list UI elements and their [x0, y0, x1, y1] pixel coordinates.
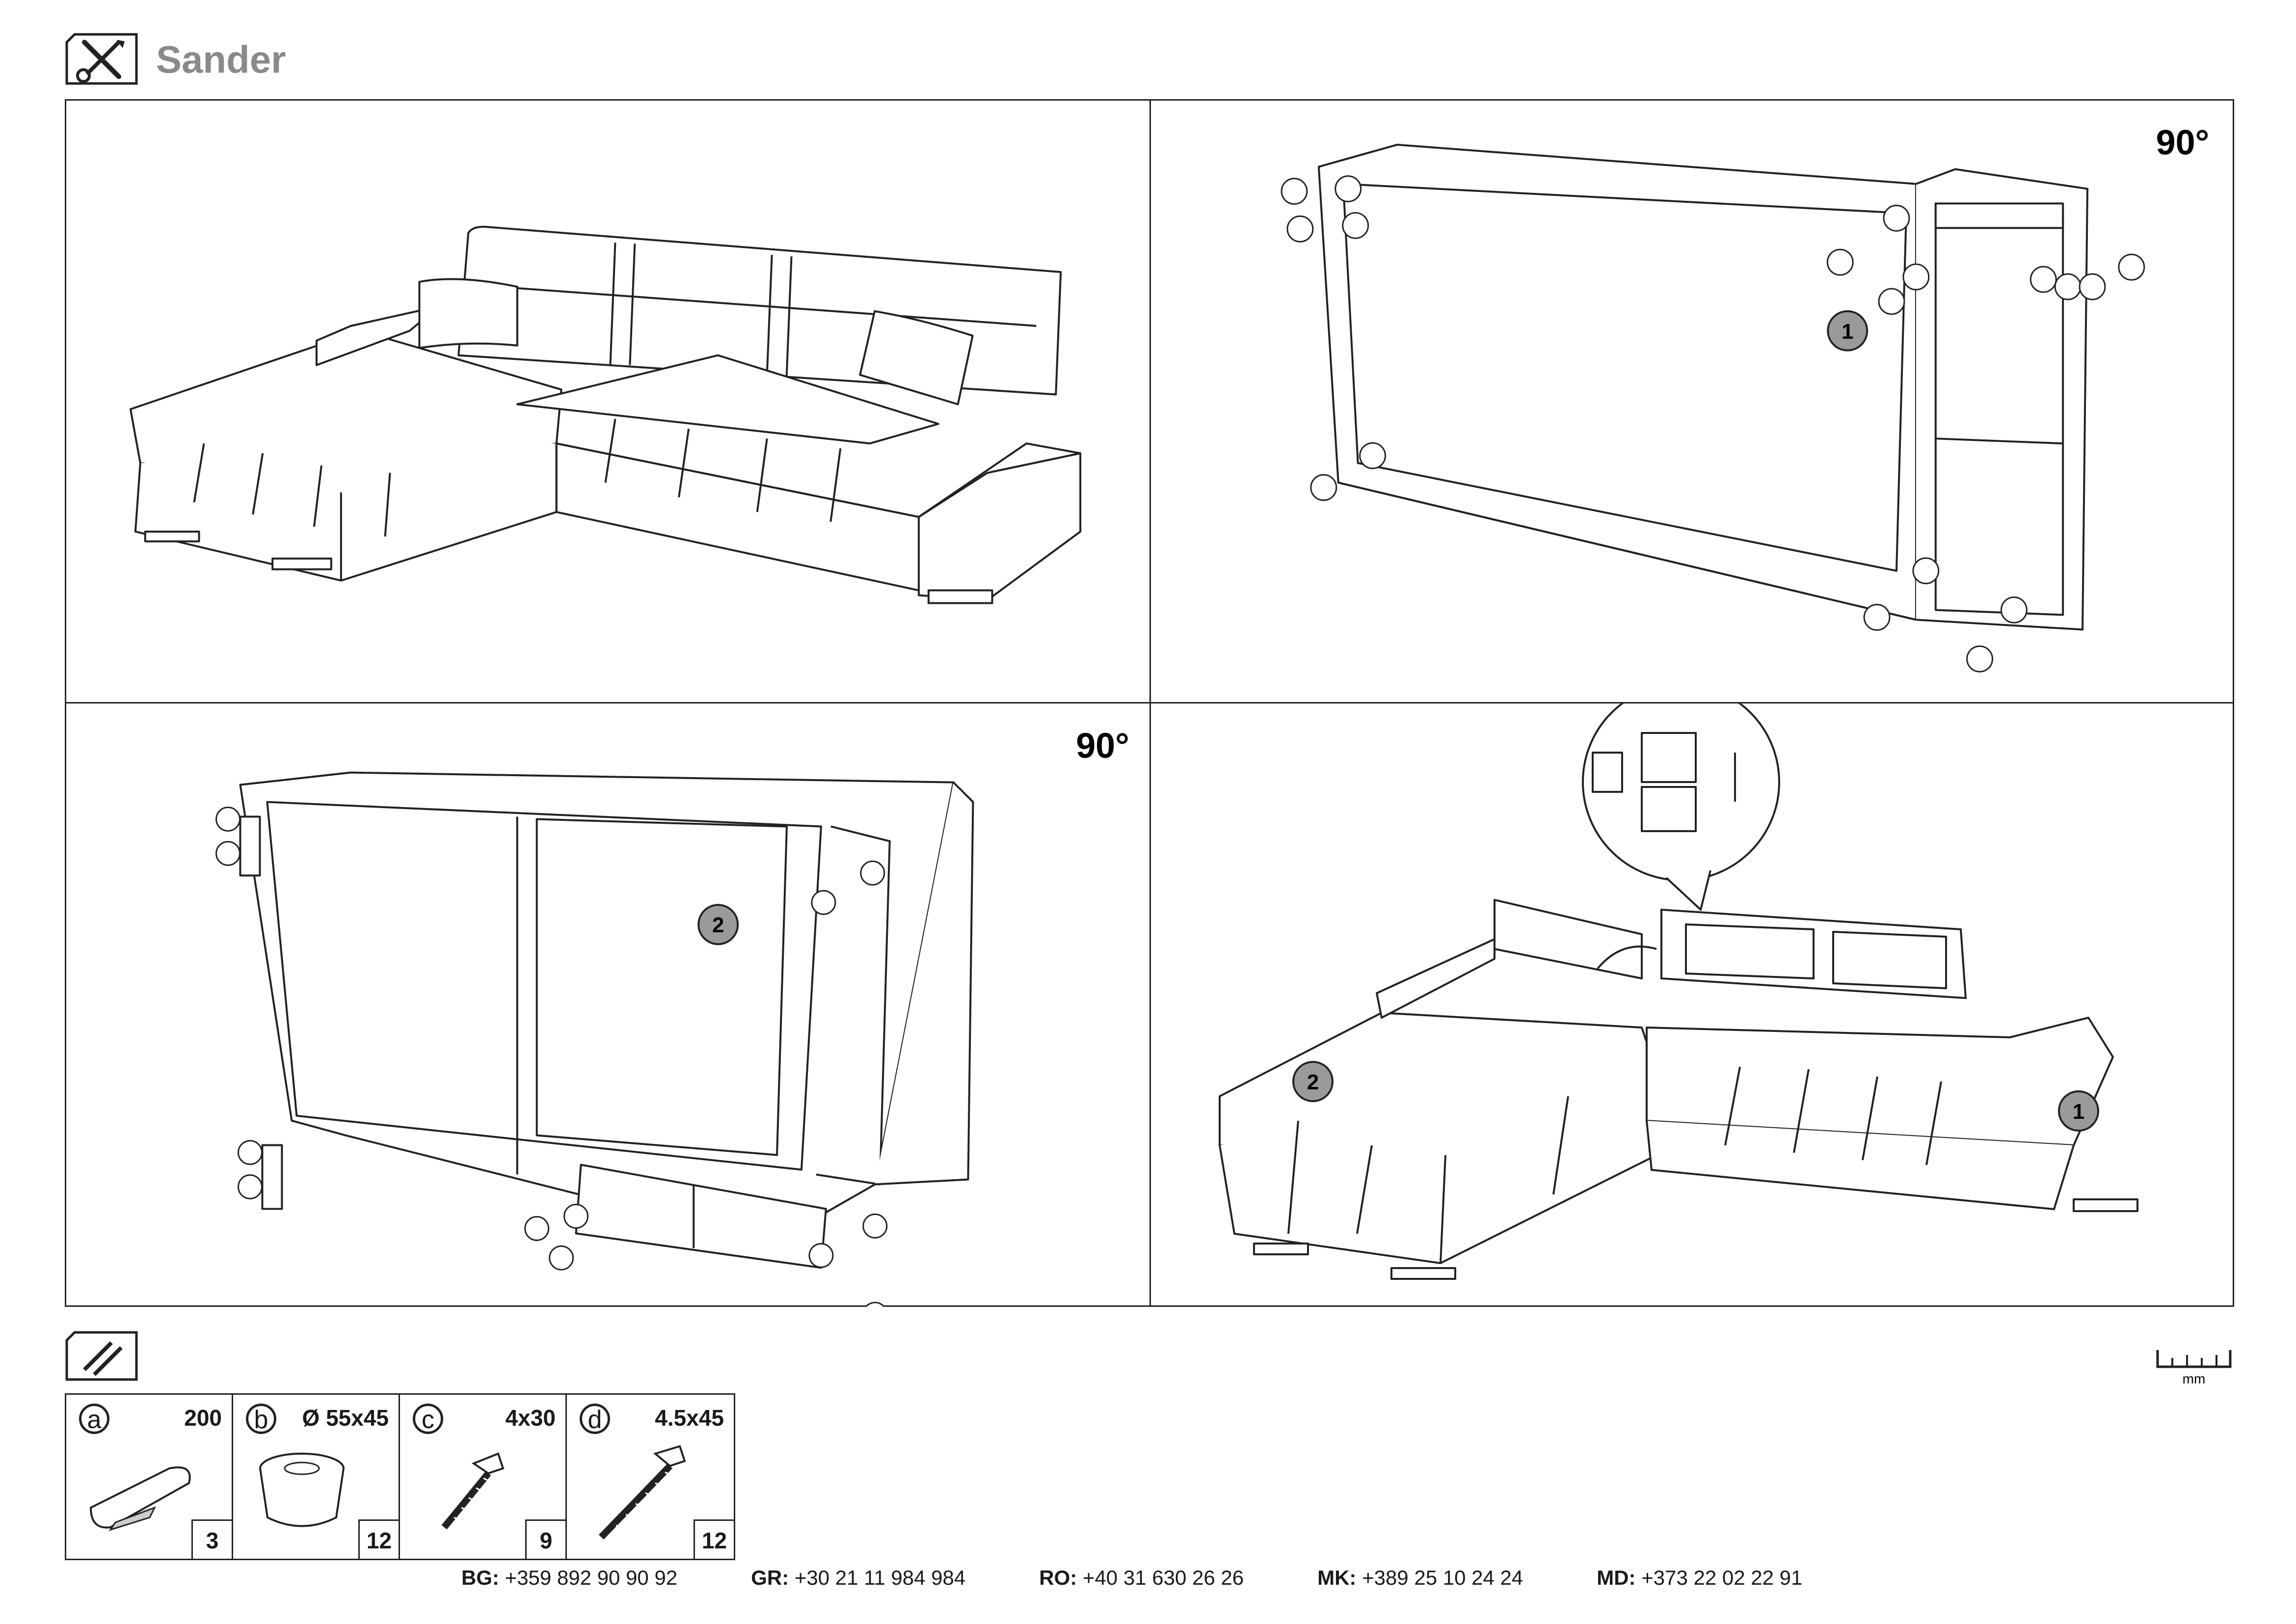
- contact-mk: MK: +389 25 10 24 24: [1317, 1566, 1523, 1596]
- hardware-parts-table: a 200 3 b Ø 55x45 12 c 4x30 9 d 4.5x45: [65, 1393, 735, 1560]
- rotate-90-label: 90°: [2156, 123, 2210, 162]
- long-screw-icon: [598, 1445, 686, 1540]
- contact-phone: +373 22 02 22 91: [1641, 1566, 1803, 1589]
- contact-gr: GR: +30 21 11 984 984: [751, 1566, 965, 1596]
- part-spec: 4x30: [505, 1405, 556, 1431]
- part-badge-label: 2: [712, 913, 724, 937]
- ruler-unit: mm: [2183, 1371, 2206, 1384]
- step-panel-2: 1 90°: [1151, 101, 2234, 704]
- dowel-icon: [89, 1466, 191, 1531]
- part-b: b Ø 55x45 12: [233, 1395, 400, 1559]
- part-quantity: 9: [525, 1519, 565, 1559]
- part-letter: c: [413, 1404, 443, 1434]
- instruction-grid: 1 90° 2: [65, 99, 2234, 1307]
- assembled-sofa-illustration: [129, 225, 1082, 604]
- part-badge-1: [1827, 310, 1869, 352]
- foot-icon: [259, 1453, 345, 1527]
- step-panel-1: [66, 101, 1151, 704]
- contact-phone: +40 31 630 26 26: [1082, 1566, 1244, 1589]
- contact-phones: BG: +359 892 90 90 92 GR: +30 21 11 984 …: [461, 1566, 2032, 1596]
- part-quantity: 12: [694, 1519, 734, 1559]
- contact-country: MK:: [1317, 1566, 1357, 1589]
- part-badge-label: 1: [2073, 1100, 2084, 1124]
- part-badge-2: [697, 904, 739, 946]
- part-d: d 4.5x45 12: [567, 1395, 734, 1559]
- part-letter: a: [79, 1404, 109, 1434]
- step-panel-3: 2 90°: [66, 704, 1151, 1307]
- contact-country: MD:: [1597, 1566, 1636, 1589]
- contact-phone: +389 25 10 24 24: [1362, 1566, 1523, 1589]
- contact-country: BG:: [461, 1566, 499, 1589]
- chaise-underside-illustration: 2 90°: [215, 727, 1129, 1307]
- step-panel-4: 2 1: [1151, 704, 2234, 1307]
- part-a: a 200 3: [66, 1395, 233, 1559]
- rotate-90-label: 90°: [1076, 727, 1129, 766]
- part-spec: 4.5x45: [655, 1405, 724, 1431]
- part-spec: Ø 55x45: [302, 1405, 389, 1431]
- ruler-icon: mm: [2156, 1350, 2232, 1384]
- contact-country: GR:: [751, 1566, 789, 1589]
- contact-phone: +359 892 90 90 92: [505, 1566, 678, 1589]
- part-badge-label: 1: [1842, 320, 1853, 344]
- part-c: c 4x30 9: [400, 1395, 567, 1559]
- contact-bg: BG: +359 892 90 90 92: [461, 1566, 677, 1596]
- contact-country: RO:: [1039, 1566, 1077, 1589]
- screwdriver-wrench-icon: [65, 33, 138, 85]
- part-letter: d: [580, 1404, 610, 1434]
- part-badge-2: [1292, 1061, 1334, 1102]
- sofa-underside-illustration: 1 90°: [1281, 123, 2210, 673]
- screws-icon: [65, 1331, 138, 1381]
- part-spec: 200: [184, 1405, 222, 1431]
- contact-phone: +30 21 11 984 984: [794, 1566, 966, 1589]
- joining-sections-illustration: 2 1: [1219, 704, 2138, 1280]
- screw-icon: [441, 1452, 505, 1530]
- part-badge-label: 2: [1307, 1070, 1319, 1094]
- part-quantity: 12: [358, 1519, 399, 1559]
- part-badge-1: [2058, 1090, 2099, 1132]
- contact-md: MD: +373 22 02 22 91: [1597, 1566, 1802, 1596]
- part-letter: b: [246, 1404, 276, 1434]
- contact-ro: RO: +40 31 630 26 26: [1039, 1566, 1244, 1596]
- part-quantity: 3: [191, 1519, 232, 1559]
- page-title: Sander: [156, 38, 286, 81]
